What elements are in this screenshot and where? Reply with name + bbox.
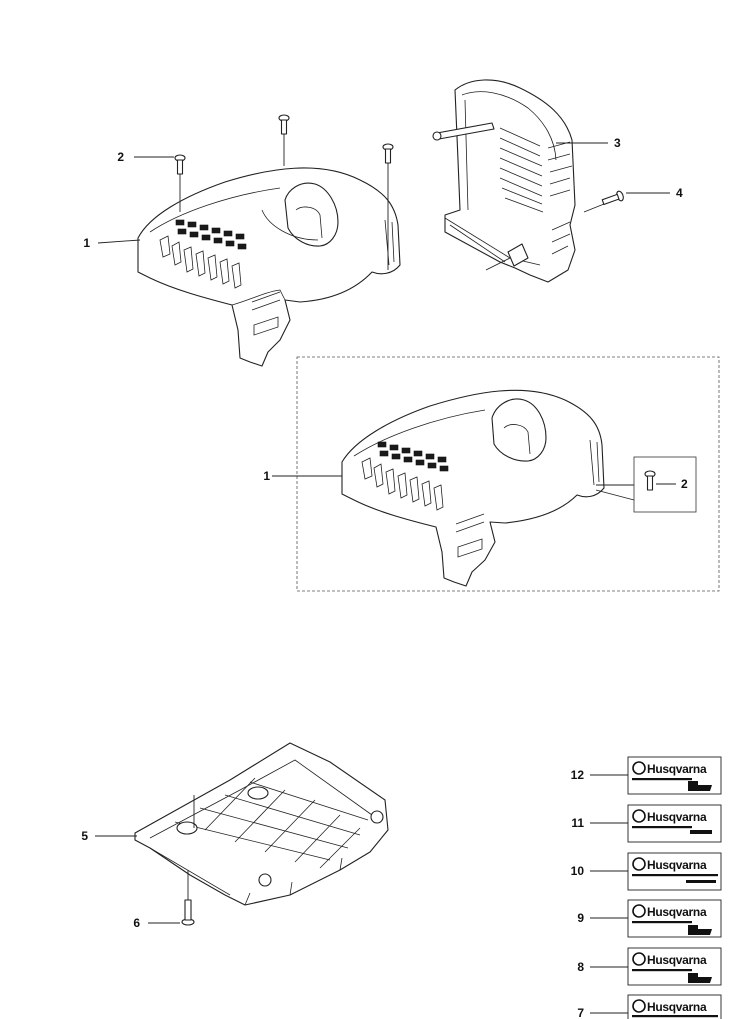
callout-1-top: 1: [83, 236, 90, 250]
decal-brand-text: Husqvarna: [647, 905, 707, 919]
decal-8: 8 Husqvarna: [577, 947, 722, 986]
callout-7: 7: [577, 1006, 584, 1019]
callout-5: 5: [81, 829, 88, 843]
base-plate-part: [134, 742, 389, 906]
callout-6: 6: [133, 916, 140, 930]
decal-9: 9 Husqvarna: [577, 899, 722, 938]
kit-boundary: [296, 356, 720, 592]
rear-housing-part: [432, 79, 576, 283]
callout-1-kit: 1: [263, 469, 270, 483]
decal-brand-text: Husqvarna: [647, 953, 707, 967]
decal-11: 11 Husqvarna: [571, 804, 722, 843]
callout-2-kit: 2: [681, 477, 688, 491]
callout-4: 4: [676, 186, 683, 200]
callout-10: 10: [571, 864, 585, 878]
kit-screw-box: [633, 456, 697, 513]
callout-9: 9: [577, 911, 584, 925]
decal-brand-text: Husqvarna: [647, 858, 707, 872]
screw-part: [601, 190, 624, 206]
callout-2-top: 2: [117, 150, 124, 164]
decal-12: 12 Husqvarna: [571, 756, 722, 795]
engine-cover-part: [137, 167, 401, 367]
callout-12: 12: [571, 768, 585, 782]
callout-3: 3: [614, 136, 621, 150]
decal-brand-text: Husqvarna: [647, 762, 707, 776]
decal-brand-text: Husqvarna: [647, 810, 707, 824]
engine-cover-kit-part: [341, 389, 605, 587]
callout-8: 8: [577, 960, 584, 974]
decal-7: 7 Husqvarna: [577, 994, 722, 1019]
screw-part: [181, 899, 195, 926]
callout-11: 11: [571, 816, 584, 830]
screw-part: [644, 470, 656, 491]
decal-10: 10 Husqvarna: [571, 852, 722, 891]
decal-brand-text: Husqvarna: [647, 1000, 707, 1014]
